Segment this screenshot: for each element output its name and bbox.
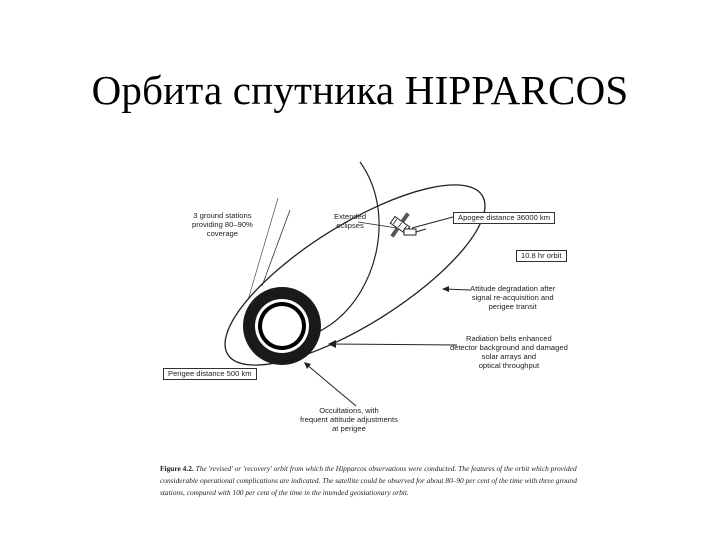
arrowhead-attitude [442,286,449,292]
label-occultations: Occultations, with frequent attitude adj… [300,406,398,433]
orbit-ellipse [224,184,486,366]
arrow-radiation [329,343,458,346]
radial-line-2 [247,197,279,301]
label-extended-eclipses: Extended eclipses [334,212,367,230]
label-radiation: Radiation belts enhanced detector backgr… [450,334,568,370]
label-perigee: Perigee distance 500 km [163,368,257,380]
caption-text: The 'revised' or 'recovery' orbit from w… [160,464,577,497]
label-orbit-period: 10.8 hr orbit [516,250,567,262]
label-attitude: Attitude degradation after signal re-acq… [470,284,556,311]
arrow-occultation [305,363,357,407]
orbit-drawing [224,161,486,407]
caption-label: Figure 4.2. [160,464,194,473]
line-eclipse [357,221,398,229]
orbit-diagram: 3 ground stations providing 80–90% cover… [150,150,590,450]
arrowhead-radiation [328,340,336,348]
radial-line-1 [261,209,291,287]
arrowhead-occultation [304,362,311,369]
earth-inner [262,306,302,346]
arrow-apogee [411,216,454,229]
satellite-icon [403,228,427,236]
figure-caption: Figure 4.2. The 'revised' or 'recovery' … [160,463,590,499]
label-ground-stations: 3 ground stations providing 80–90% cover… [192,211,253,238]
label-apogee: Apogee distance 36000 km [453,212,556,224]
satellite-icon [389,212,411,238]
slide-title: Орбита спутника HIPPARCOS [91,67,629,113]
